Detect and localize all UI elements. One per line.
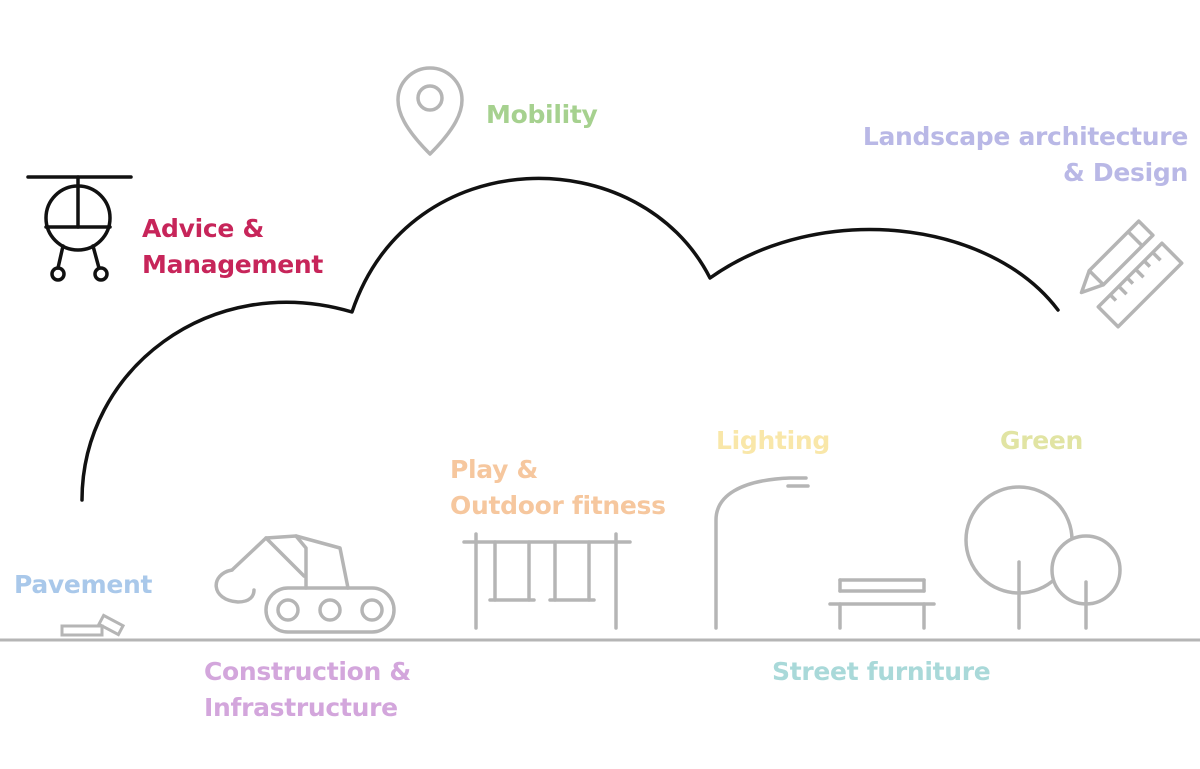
play-outdoor-fitness-label: Play & Outdoor fitness xyxy=(450,452,666,524)
lighting-line-1: Lighting xyxy=(716,426,831,455)
paving-stones-icon xyxy=(60,613,126,637)
lighting-label: Lighting xyxy=(716,423,830,459)
map-pin-icon xyxy=(396,66,464,156)
advice-line-1: Advice & xyxy=(142,214,264,243)
play-line-1: Play & xyxy=(450,455,538,484)
advice-management-label: Advice & Management xyxy=(142,211,323,283)
trees-icon xyxy=(964,485,1122,630)
street-furniture-label: Street furniture xyxy=(772,654,991,690)
mobility-label: Mobility xyxy=(486,97,598,133)
landscape-design-label: Landscape architecture & Design xyxy=(863,119,1188,191)
construction-line-2: Infrastructure xyxy=(204,693,398,722)
pavement-label: Pavement xyxy=(14,567,152,603)
excavator-icon xyxy=(214,534,396,634)
street-line-1: Street furniture xyxy=(772,657,991,686)
landscape-line-2: & Design xyxy=(1063,158,1188,187)
pavement-line-1: Pavement xyxy=(14,570,153,599)
green-label: Green xyxy=(1000,423,1083,459)
play-line-2: Outdoor fitness xyxy=(450,491,666,520)
construction-infrastructure-label: Construction & Infrastructure xyxy=(204,654,411,726)
construction-line-1: Construction & xyxy=(204,657,411,686)
bench-icon xyxy=(828,578,936,630)
pencil-ruler-icon xyxy=(1079,219,1184,329)
mobility-line-1: Mobility xyxy=(486,100,598,129)
cloud-outline xyxy=(80,176,1060,502)
helicopter-icon xyxy=(26,175,133,282)
street-lamp-icon xyxy=(714,476,810,630)
swing-set-icon xyxy=(462,532,632,630)
landscape-line-1: Landscape architecture xyxy=(862,122,1188,151)
advice-line-2: Management xyxy=(142,250,324,279)
green-line-1: Green xyxy=(1000,426,1084,455)
